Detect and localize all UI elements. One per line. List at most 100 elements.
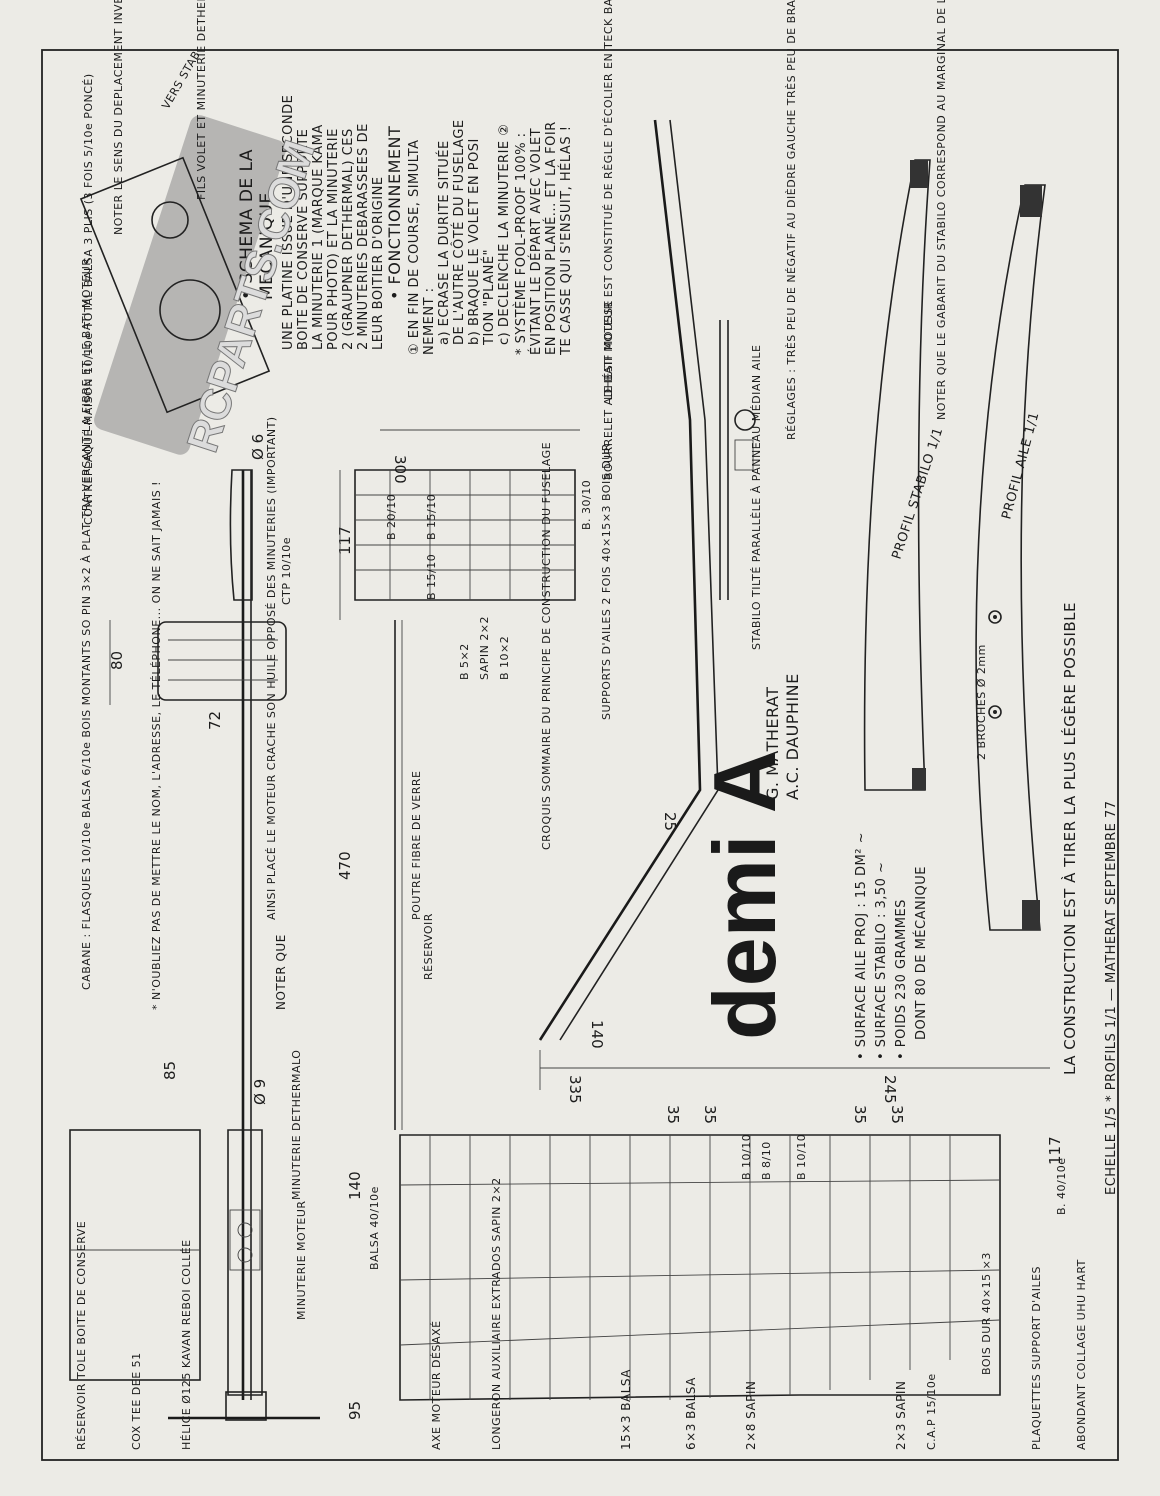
label-b-10-10c: B 10/10: [795, 1134, 808, 1180]
airfoil-profiles: [863, 159, 1046, 931]
mech-f7: c) DECLENCHE LA MINUTERIE ②: [497, 124, 512, 345]
dim-35c: 35: [851, 1105, 869, 1124]
note-helice: HÉLICE Ø125 KAVAN REBOI COLLÉE: [180, 1239, 193, 1450]
watermark-stamp: [94, 115, 286, 455]
note-bois-dur: BOIS DUR 40×15 ×3: [980, 1252, 993, 1375]
dim-phi9: Ø 9: [251, 1079, 269, 1105]
dim-phi6: Ø 6: [249, 434, 267, 460]
spec-surface-aile: • SURFACE AILE PROJ : 15 DM² ~: [854, 832, 869, 1060]
mech-f10: EN POSITION PLANÉ... ET LA FOIR: [543, 121, 559, 355]
mech-heading3: • FONCTIONNEMENT: [385, 126, 404, 300]
note-bourrelet: BOURRELET ADHÉSIF MOUSSE: [602, 300, 615, 480]
note-sens-deplacement: NOTER LE SENS DU DEPLACEMENT INVERSÉ PAR…: [112, 0, 125, 235]
mech-line1: UNE PLATINE ISSUE D'UNE SECONDE: [281, 95, 296, 350]
note-reservoir-small: RÉSERVOIR: [422, 913, 435, 980]
dim-300: 300: [391, 455, 409, 484]
mech-line3: LA MINUTERIE 1 (MARQUE KAMA: [311, 124, 326, 350]
dim-335: 335: [566, 1075, 584, 1104]
dim-117: 117: [336, 526, 354, 555]
title-demi-a: demi A: [695, 750, 794, 1040]
note-cap: C.A.P 15/10e: [925, 1373, 938, 1450]
mechanism-sketch: [79, 156, 271, 414]
mech-f9: ÉVITANT LE DÉPART AVEC VOLET: [528, 128, 544, 355]
mech-f2: NEMENT :: [422, 287, 437, 355]
dim-35a: 35: [664, 1105, 682, 1124]
mech-line6: 2 MINUTERIES DEBARASSEES DE: [356, 123, 371, 350]
note-minuterie-mot: MINUTERIE MOTEUR: [295, 1200, 308, 1320]
wing-plan: [399, 1134, 1001, 1401]
mech-f8: * SYSTÈME FOOL-PROOF 100% :: [513, 132, 529, 355]
note-stabilo-tilte: STABILO TILTÉ PARALLÈLE À PANNEAU MÉDIAN…: [750, 345, 763, 650]
dim-72: 72: [206, 711, 224, 730]
spar-15x3: 15×3 BALSA: [619, 1369, 633, 1450]
note-contreplaque: CONTREPLAQUÉ MAISON 10/10e TOTAL BALSA 3…: [82, 73, 95, 525]
spar-6x3: 6×3 BALSA: [684, 1377, 698, 1450]
note-balsa-4010: BALSA 40/10e: [368, 1186, 381, 1270]
note-bati-moteur: LE BATI MOTEUR EST CONSTITUÉ DE RÈGLE D'…: [602, 0, 615, 400]
note-ctp: CTP 10/10e: [280, 537, 293, 605]
dim-117b: 117: [1046, 1136, 1064, 1165]
mech-f6: TION "PLANÉ": [481, 249, 497, 346]
note-ainsi-place: AINSI PLACÉ LE MOTEUR CRACHE SON HUILE O…: [265, 416, 278, 920]
note-gabarit: NOTER QUE LE GABARIT DU STABILO CORRESPO…: [935, 0, 948, 420]
dim-140: 140: [346, 1171, 364, 1200]
dim-25: 25: [661, 812, 679, 831]
label-b-20-10: B 20/10: [385, 494, 398, 540]
author-line1: G. MATHERAT: [763, 687, 782, 800]
note-croquis: CROQUIS SOMMAIRE DU PRINCIPE DE CONSTRUC…: [540, 442, 553, 850]
note-reservoir: RÉSERVOIR TOLE BOITE DE CONSERVE: [75, 1221, 88, 1450]
dim-80: 80: [108, 651, 126, 670]
dim-95: 95: [346, 1401, 364, 1420]
mech-f3: a) ECRASE LA DURITE SITUÉE: [436, 140, 452, 345]
label-b-15-10b: B 15/10: [425, 554, 438, 600]
dim-470: 470: [336, 851, 354, 880]
dim-140b: 140: [588, 1020, 606, 1049]
spec-poids: • POIDS 230 GRAMMES: [894, 899, 909, 1060]
note-cox: COX TEE DEE 51: [130, 1352, 143, 1450]
label-b-40-10: B. 40/10e: [1055, 1157, 1068, 1215]
label-b-10x2: B 10×2: [498, 636, 511, 680]
note-reglages: RÉGLAGES : TRÈS PEU DE NÉGATIF AU DIÈDRE…: [785, 0, 798, 440]
mech-f1: ① EN FIN DE COURSE, SIMULTA: [407, 139, 422, 355]
dimension-lines: [109, 429, 1050, 1090]
label-b-5x2: B 5×2: [458, 643, 471, 680]
note-longeron: LONGERON AUXILIAIRE EXTRADOS SAPIN 2×2: [490, 1177, 503, 1450]
fuselage-side-view: [69, 469, 320, 1421]
label-b-8-10: B 8/10: [760, 1141, 773, 1180]
label-b-30-10: B. 30/10: [580, 480, 593, 530]
note-axe-moteur: AXE MOTEUR DÉSAXÉ: [430, 1320, 443, 1450]
mech-line4: POUR PHOTO) ET LA MINUTERIE: [326, 128, 341, 350]
mech-heading2: MECANIQUE: [257, 192, 277, 300]
label-b-15-10: B 15/10: [425, 494, 438, 540]
mech-line2: BOITE DE CONSERVE SUPPORTE: [296, 129, 311, 350]
wing-front-view: [538, 119, 756, 1041]
note-nublie: * N'OUBLIEZ PAS DE METTRE LE NOM, L'ADRE…: [150, 481, 163, 1010]
mech-f4: DE L'AUTRE CÔTÉ DU FUSELAGE: [451, 119, 467, 345]
note-noter-que: NOTER QUE: [274, 934, 288, 1010]
mech-f11: TE CASSE QUI S'ENSUIT, HÉLAS !: [558, 126, 574, 356]
label-sapin-2x2: SAPIN 2×2: [478, 616, 491, 680]
note-supports: SUPPORTS D'AILES 2 FOIS 40×15×3 BOIS DUR: [600, 443, 613, 720]
mech-line7: LEUR BOITIER D'ORIGINE: [371, 176, 386, 350]
scale-line: ECHELLE 1/5 * PROFILS 1/1 — MATHERAT SEP…: [1104, 800, 1119, 1195]
label-b-10-10: B 10/10: [740, 1134, 753, 1180]
note-plaquettes: PLAQUETTES SUPPORT D'AILES: [1030, 1266, 1043, 1450]
page-border: [41, 49, 1119, 1461]
dim-35d: 35: [888, 1105, 906, 1124]
mech-heading1: • SCHEMA DE LA: [237, 149, 257, 300]
spec-poids-detail: DONT 80 DE MÉCANIQUE: [913, 866, 929, 1040]
dim-245: 245: [881, 1075, 899, 1104]
dim-85: 85: [161, 1061, 179, 1080]
note-minuterie-deth: MINUTERIE DETHERMALO: [290, 1050, 303, 1200]
note-abondant: ABONDANT COLLAGE UHU HART: [1075, 1259, 1088, 1450]
spec-surface-stabilo: • SURFACE STABILO : 3,50 ~: [874, 862, 889, 1060]
note-sapin-2x3: 2×3 SAPIN: [894, 1381, 908, 1450]
author-line2: A.C. DAUPHINE: [783, 673, 802, 800]
note-fils-volet: FILS VOLET ET MINUTERIE DETHERMALO: [195, 0, 208, 200]
mech-line5: 2 (GRAUPNER DETHERMAL) CES: [341, 128, 356, 350]
construction-note: LA CONSTRUCTION EST À TIRER LA PLUS LÉGÈ…: [1060, 602, 1079, 1075]
dim-35b: 35: [701, 1105, 719, 1124]
spar-2x8: 2×8 SAPIN: [744, 1381, 758, 1450]
mech-f5: b) BRAQUE LE VOLET EN POSI: [467, 138, 482, 345]
